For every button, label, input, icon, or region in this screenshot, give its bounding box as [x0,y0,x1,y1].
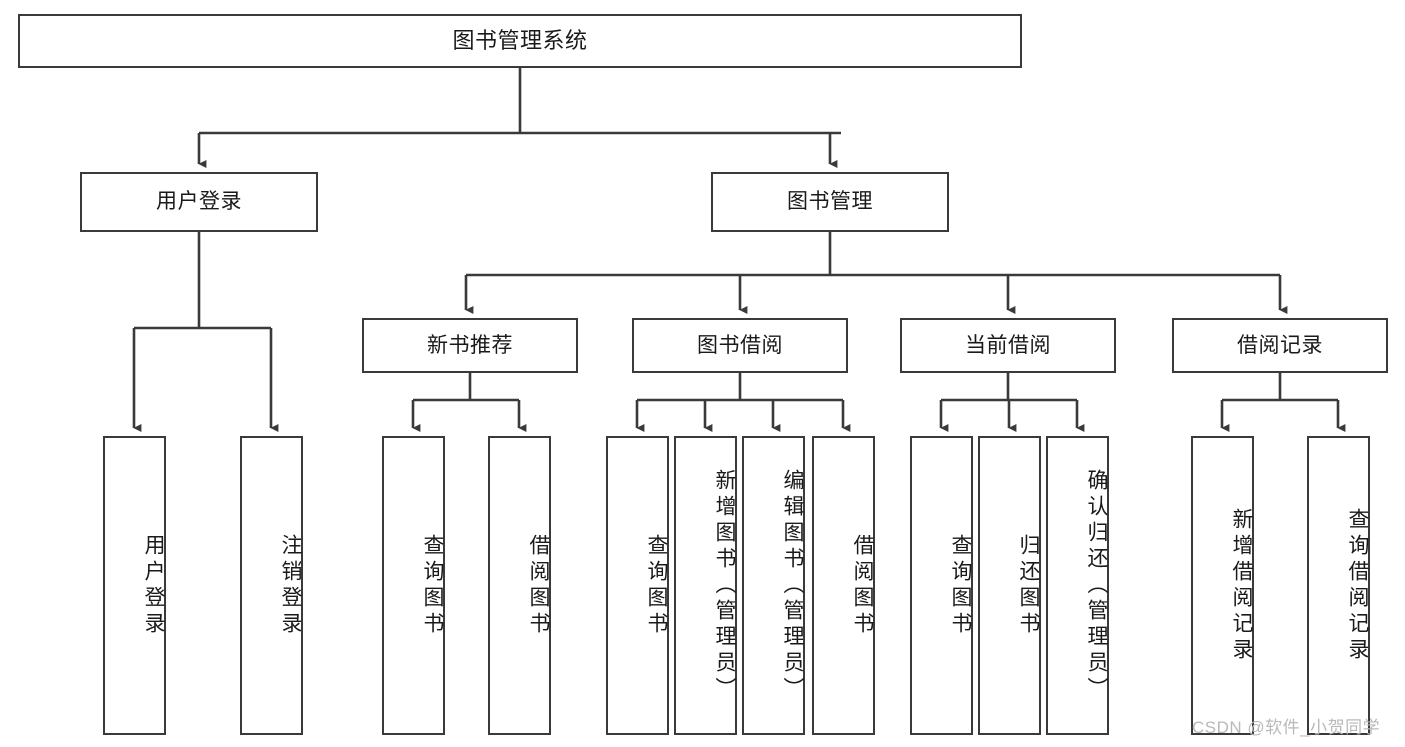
node-current-borrowing[interactable]: 当前借阅 [900,318,1116,373]
node-label: 当前借阅 [965,333,1051,357]
node-leaf-add-book-admin[interactable]: 新增图书（管理员） [674,436,737,735]
node-leaf-add-borrow-record[interactable]: 新增借阅记录 [1191,436,1254,735]
edges-currentborrow-to-leaves [939,373,1085,432]
node-leaf-query-book-current[interactable]: 查询图书 [910,436,973,735]
node-root-book-management-system[interactable]: 图书管理系统 [18,14,1022,68]
edges-borrowrecord-to-leaves [1220,373,1346,432]
node-label: 借阅记录 [1237,333,1323,357]
node-leaf-return-book[interactable]: 归还图书 [978,436,1041,735]
node-label: 查询图书 [421,533,444,638]
node-label: 图书借阅 [697,333,783,357]
node-label: 用户登录 [156,190,242,214]
node-label: 注销登录 [279,533,302,638]
node-leaf-user-login[interactable]: 用户登录 [103,436,166,735]
node-user-login[interactable]: 用户登录 [80,172,318,232]
node-borrowing-record[interactable]: 借阅记录 [1172,318,1388,373]
node-label: 归还图书 [1017,533,1040,638]
node-label: 用户登录 [142,533,165,638]
node-label: 图书管理系统 [452,27,588,53]
node-label: 借阅图书 [851,533,874,638]
csdn-watermark: CSDN @软件_小贺同学 [1192,718,1381,737]
edges-userlogin-to-leaves [132,232,279,432]
node-leaf-edit-book-admin[interactable]: 编辑图书（管理员） [742,436,805,735]
node-label: 图书管理 [787,190,873,214]
node-new-book-recommendation[interactable]: 新书推荐 [362,318,578,373]
node-label: 新增借阅记录 [1230,507,1253,664]
node-leaf-query-book-new[interactable]: 查询图书 [382,436,445,735]
node-label: 查询图书 [645,533,668,638]
node-leaf-borrow-book[interactable]: 借阅图书 [812,436,875,735]
node-label: 新书推荐 [427,333,513,357]
node-leaf-query-borrow-record[interactable]: 查询借阅记录 [1307,436,1370,735]
node-label: 编辑图书（管理员） [781,468,804,703]
edges-bookmgmt-to-l2 [464,232,1288,314]
node-label: 借阅图书 [527,533,550,638]
edges-bookborrow-to-leaves [635,373,851,432]
edges-root-to-l1 [197,68,841,168]
node-leaf-borrow-book-new[interactable]: 借阅图书 [488,436,551,735]
node-leaf-confirm-return-admin[interactable]: 确认归还（管理员） [1046,436,1109,735]
node-label: 新增图书（管理员） [713,468,736,703]
node-book-management[interactable]: 图书管理 [711,172,949,232]
node-leaf-user-logout[interactable]: 注销登录 [240,436,303,735]
edges-newbook-to-leaves [411,373,527,432]
node-leaf-query-book-borrow[interactable]: 查询图书 [606,436,669,735]
node-label: 查询借阅记录 [1346,507,1369,664]
node-label: 确认归还（管理员） [1085,468,1108,703]
node-label: 查询图书 [949,533,972,638]
node-book-borrowing[interactable]: 图书借阅 [632,318,848,373]
